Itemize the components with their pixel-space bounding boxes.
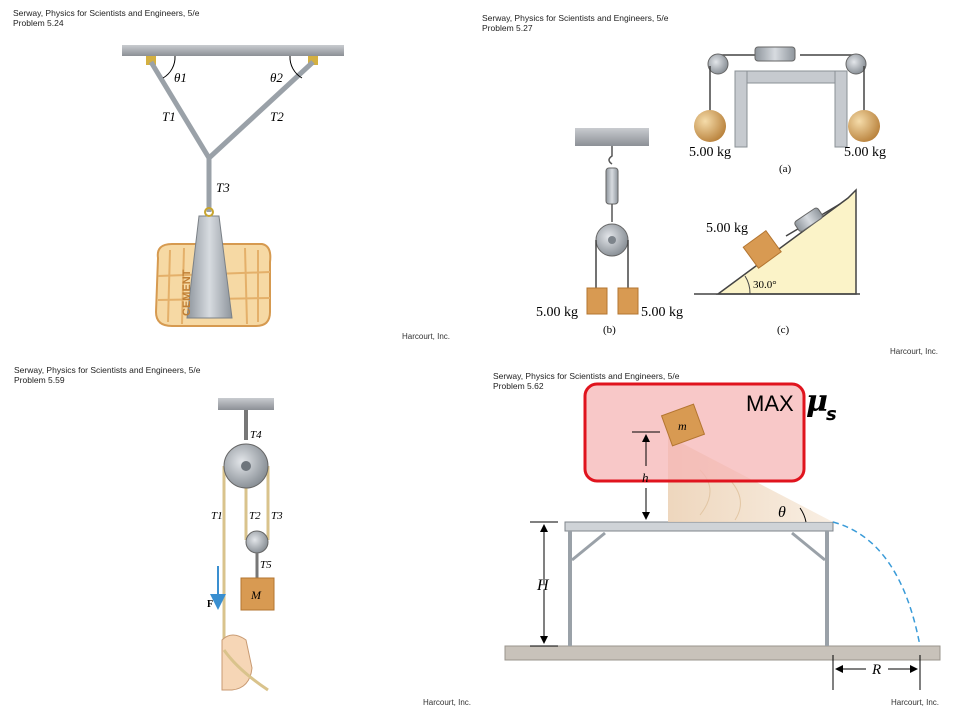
label-force: F <box>207 599 213 610</box>
cement-bag: CEMENT <box>154 207 272 327</box>
caption-problem-5-59: Serway, Physics for Scientists and Engin… <box>14 365 201 385</box>
spring-scale-c <box>794 207 823 232</box>
label-t2: T2 <box>270 109 284 124</box>
label-mass-M: M <box>250 588 262 602</box>
caption-problem-5-27: Serway, Physics for Scientists and Engin… <box>482 13 669 33</box>
label-t2-p3: T2 <box>249 510 261 522</box>
caption-problem-5-24: Serway, Physics for Scientists and Engin… <box>13 8 200 28</box>
credit-p1: Harcourt, Inc. <box>402 332 451 341</box>
figure-5-27b: 5.00 kg 5.00 kg (b) <box>536 128 683 336</box>
sphere-left <box>694 110 726 142</box>
credit-p4: Harcourt, Inc. <box>891 698 940 707</box>
mass-label-a-right: 5.00 kg <box>844 145 886 160</box>
incline <box>715 188 857 295</box>
support-frame <box>734 70 848 84</box>
label-t1: T1 <box>162 109 176 124</box>
label-theta1: θ1 <box>174 70 187 85</box>
cable-t1 <box>148 60 212 160</box>
panel-problem-5-59: M T4 T1 T2 T3 T5 F <box>207 398 283 692</box>
part-label-a: (a) <box>779 163 792 175</box>
mu-symbol: μ <box>806 384 828 419</box>
block-m <box>240 577 275 611</box>
part-label-c: (c) <box>777 324 790 336</box>
mass-label-b-right: 5.00 kg <box>641 305 683 320</box>
svg-text:CEMENT: CEMENT <box>181 269 193 316</box>
block-c <box>742 230 782 269</box>
table-top <box>564 521 834 532</box>
angle-arc-theta2 <box>289 55 303 79</box>
label-H: H <box>536 577 550 594</box>
mass-label-b-left: 5.00 kg <box>536 305 578 320</box>
trajectory <box>832 521 921 647</box>
lower-pulley <box>245 530 269 554</box>
label-t3-p3: T3 <box>271 510 283 522</box>
block-m-group: m h <box>632 403 706 520</box>
pulley-right-a <box>845 53 867 75</box>
left-bracket <box>146 56 156 65</box>
ceiling-b <box>575 128 649 146</box>
max-label: MAX <box>746 391 794 416</box>
credit-p3: Harcourt, Inc. <box>423 698 472 707</box>
figure-5-27a: 5.00 kg 5.00 kg (a) <box>689 46 886 175</box>
part-label-b: (b) <box>603 324 616 336</box>
ceiling-beam <box>122 45 344 56</box>
mass-label-c: 5.00 kg <box>706 221 748 236</box>
label-m: m <box>678 419 687 433</box>
label-theta2: θ2 <box>270 70 283 85</box>
floor <box>504 645 941 661</box>
angle-label-c: 30.0° <box>753 279 777 291</box>
label-R: R <box>871 662 881 678</box>
label-theta: θ <box>778 504 786 521</box>
block-m-p4 <box>660 403 706 447</box>
panel-problem-5-27: 5.00 kg 5.00 kg (a) 5.00 kg 5.00 kg (b) … <box>536 46 886 336</box>
hand <box>221 634 253 691</box>
label-t1-p3: T1 <box>211 510 223 522</box>
credit-p2: Harcourt, Inc. <box>890 347 939 356</box>
mass-label-a-left: 5.00 kg <box>689 145 731 160</box>
block-b-left <box>586 287 608 315</box>
block-b-right <box>617 287 639 315</box>
sphere-right <box>848 110 880 142</box>
ceiling-p3 <box>218 398 274 410</box>
spring-scale-b <box>605 167 619 205</box>
pulley-left-a <box>707 53 729 75</box>
cable-t2 <box>207 60 315 160</box>
figure-5-27c: 30.0° 5.00 kg (c) <box>694 188 860 336</box>
label-t3: T3 <box>216 180 230 195</box>
label-t4: T4 <box>250 429 262 441</box>
caption-problem-5-62: Serway, Physics for Scientists and Engin… <box>493 371 680 391</box>
mu-subscript: s <box>826 404 837 425</box>
label-h: h <box>642 470 649 485</box>
label-t5: T5 <box>260 559 272 571</box>
spring-scale-a <box>754 46 796 62</box>
right-bracket <box>308 56 318 65</box>
angle-arc-theta1 <box>162 55 176 79</box>
panel-problem-5-24: θ1 θ2 T1 T2 T3 CEMENT <box>122 45 344 327</box>
